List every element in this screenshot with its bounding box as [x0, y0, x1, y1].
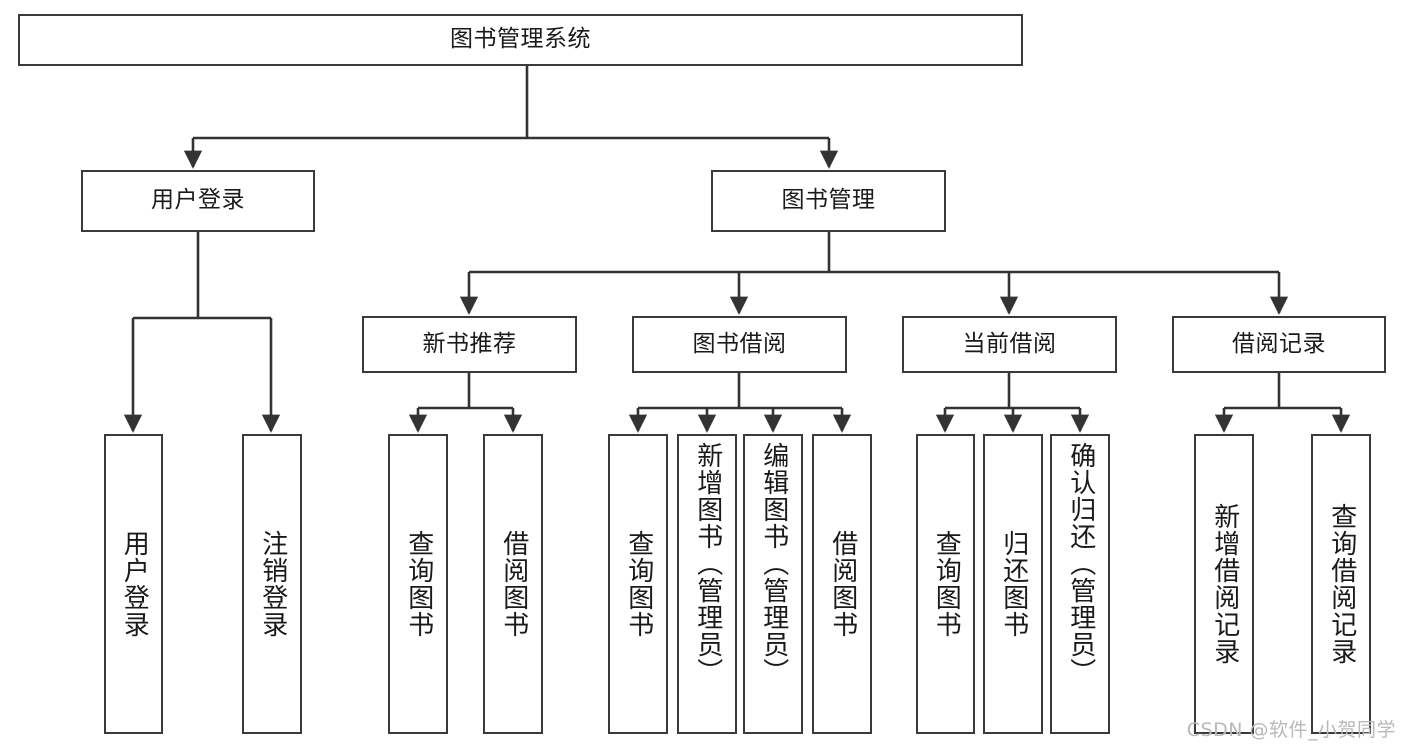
- node-leaf-add-book[interactable]: 新增图书（管理员）: [677, 434, 737, 734]
- node-leaf-return-book-label: 归还图书: [998, 530, 1029, 638]
- node-leaf-add-record[interactable]: 新增借阅记录: [1194, 434, 1254, 734]
- node-root-label: 图书管理系统: [450, 26, 591, 53]
- node-leaf-query-record[interactable]: 查询借阅记录: [1311, 434, 1371, 734]
- node-leaf-borrow-book-1-label: 借阅图书: [498, 530, 529, 638]
- node-leaf-add-book-label: 新增图书（管理员）: [692, 442, 723, 685]
- node-leaf-add-record-label: 新增借阅记录: [1209, 503, 1240, 665]
- node-book-management[interactable]: 图书管理: [711, 170, 946, 232]
- node-book-borrow[interactable]: 图书借阅: [632, 316, 847, 373]
- node-leaf-query-book-2[interactable]: 查询图书: [608, 434, 668, 734]
- node-current-borrow-label: 当前借阅: [962, 330, 1057, 357]
- node-leaf-query-book-1-label: 查询图书: [403, 530, 434, 638]
- node-leaf-user-logout-label: 注销登录: [257, 530, 288, 638]
- node-borrow-record[interactable]: 借阅记录: [1172, 316, 1386, 373]
- node-leaf-confirm-return[interactable]: 确认归还（管理员）: [1050, 434, 1110, 734]
- node-book-borrow-label: 图书借阅: [692, 330, 787, 357]
- node-book-management-label: 图书管理: [781, 187, 876, 214]
- node-current-borrow[interactable]: 当前借阅: [902, 316, 1117, 373]
- node-new-book-recommend-label: 新书推荐: [422, 330, 517, 357]
- node-leaf-user-logout[interactable]: 注销登录: [242, 434, 302, 734]
- node-leaf-edit-book[interactable]: 编辑图书（管理员）: [743, 434, 803, 734]
- node-leaf-user-login-label: 用户登录: [119, 530, 150, 638]
- node-user-login[interactable]: 用户登录: [81, 170, 315, 232]
- node-leaf-query-book-2-label: 查询图书: [623, 530, 654, 638]
- node-leaf-return-book[interactable]: 归还图书: [983, 434, 1043, 734]
- node-leaf-borrow-book-2-label: 借阅图书: [827, 530, 858, 638]
- node-leaf-query-book-3[interactable]: 查询图书: [916, 434, 975, 734]
- node-leaf-borrow-book-1[interactable]: 借阅图书: [483, 434, 543, 734]
- node-root-system[interactable]: 图书管理系统: [18, 14, 1023, 66]
- node-leaf-query-book-1[interactable]: 查询图书: [388, 434, 448, 734]
- csdn-watermark: CSDN @软件_小贺同学: [1186, 719, 1396, 741]
- node-leaf-edit-book-label: 编辑图书（管理员）: [758, 442, 789, 685]
- node-leaf-query-book-3-label: 查询图书: [931, 530, 962, 638]
- node-new-book-recommend[interactable]: 新书推荐: [362, 316, 577, 373]
- node-leaf-user-login[interactable]: 用户登录: [104, 434, 163, 734]
- node-leaf-query-record-label: 查询借阅记录: [1326, 503, 1357, 665]
- node-leaf-confirm-return-label: 确认归还（管理员）: [1065, 442, 1096, 685]
- node-leaf-borrow-book-2[interactable]: 借阅图书: [812, 434, 872, 734]
- node-borrow-record-label: 借阅记录: [1232, 330, 1326, 357]
- node-user-login-label: 用户登录: [151, 187, 245, 214]
